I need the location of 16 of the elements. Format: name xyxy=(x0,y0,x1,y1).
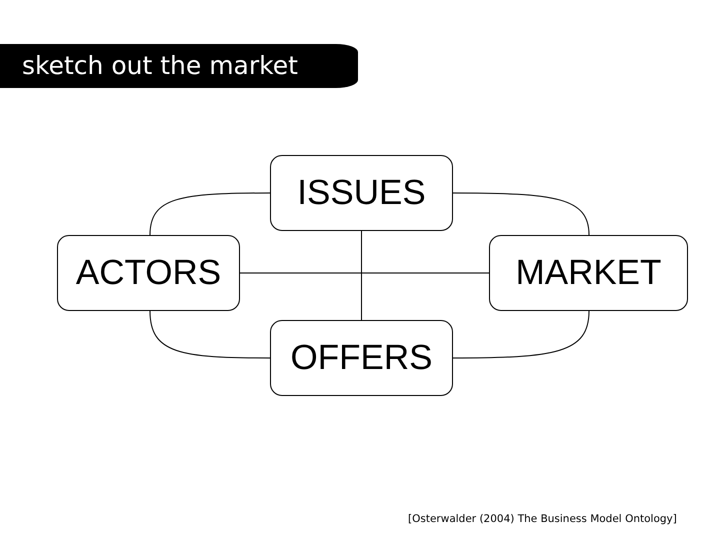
box-label: ACTORS xyxy=(76,253,222,293)
box-label: OFFERS xyxy=(290,338,432,378)
connector-line xyxy=(452,310,590,358)
box-label: MARKET xyxy=(516,253,662,293)
connector-line xyxy=(150,310,270,358)
connector-line xyxy=(361,230,362,320)
title-banner: sketch out the market xyxy=(0,44,358,88)
connector-line xyxy=(150,192,270,236)
rounded-box xyxy=(489,235,688,311)
source-citation: [Osterwalder (2004) The Business Model Ontology] xyxy=(408,513,677,525)
rounded-box xyxy=(270,155,453,231)
box-label: ISSUES xyxy=(297,173,426,213)
rounded-box xyxy=(57,235,240,311)
rounded-box xyxy=(270,320,453,396)
connector-line xyxy=(240,272,490,274)
connector-line xyxy=(452,192,590,236)
